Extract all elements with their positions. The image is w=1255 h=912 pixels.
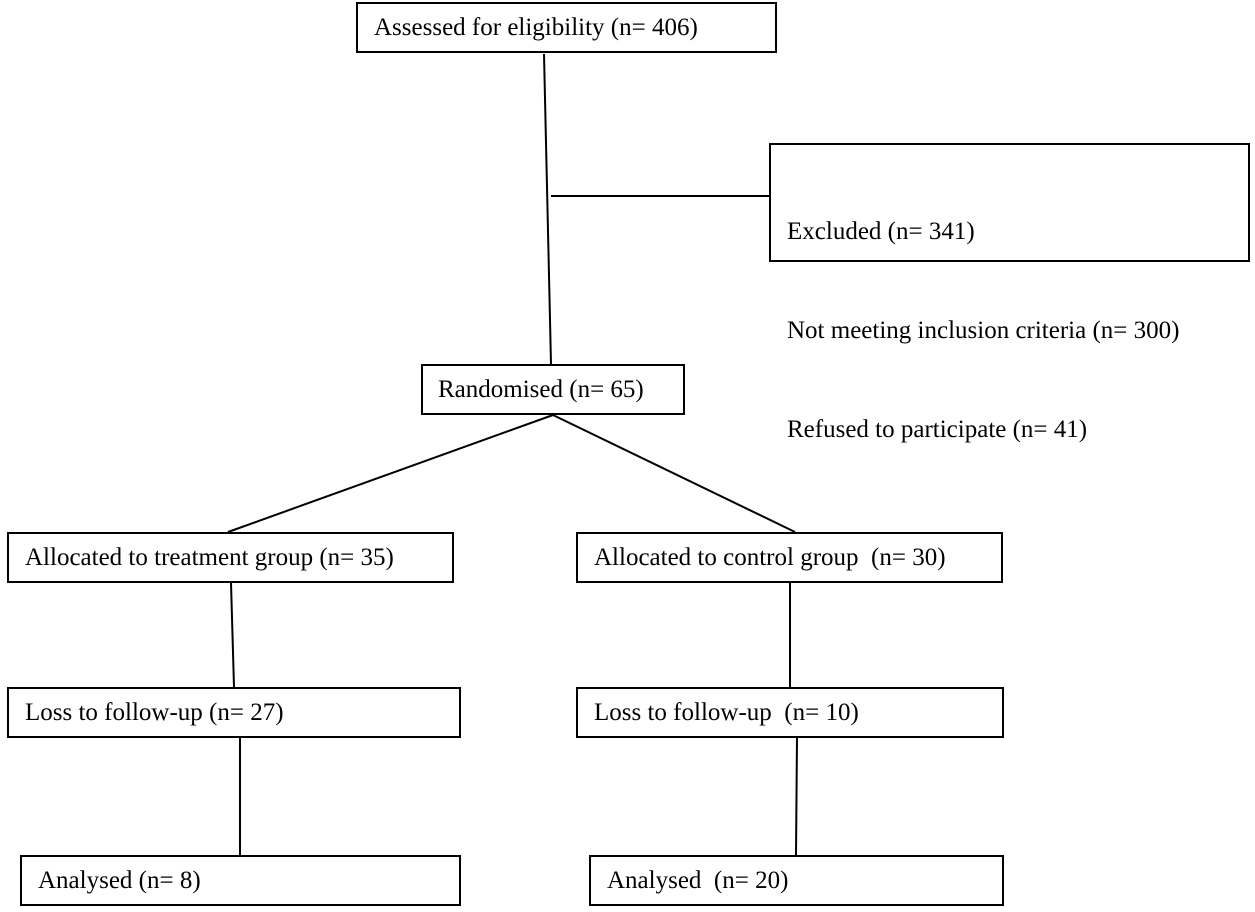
connector-treatment-alloc-to-loss	[230, 582, 235, 688]
control-allocated-label: Allocated to control group (n= 30)	[594, 544, 946, 571]
treatment-allocated-label: Allocated to treatment group (n= 35)	[25, 544, 394, 571]
randomised-label: Randomised (n= 65)	[438, 376, 644, 403]
randomised-box: Randomised (n= 65)	[421, 364, 685, 415]
treatment-loss-label: Loss to follow-up (n= 27)	[25, 699, 284, 726]
treatment-loss-box: Loss to follow-up (n= 27)	[7, 687, 461, 738]
treatment-allocated-box: Allocated to treatment group (n= 35)	[7, 532, 454, 583]
assessed-label: Assessed for eligibility (n= 406)	[374, 14, 698, 41]
excluded-box: Excluded (n= 341) Not meeting inclusion …	[769, 143, 1250, 443]
control-loss-label: Loss to follow-up (n= 10)	[594, 699, 859, 726]
connector-control-loss-to-analysed	[795, 737, 798, 856]
treatment-analysed-box: Analysed (n= 8)	[20, 855, 461, 906]
control-loss-box: Loss to follow-up (n= 10)	[576, 687, 1004, 738]
control-analysed-label: Analysed (n= 20)	[607, 867, 789, 894]
connector-randomised-to-control	[552, 414, 796, 533]
control-analysed-box: Analysed (n= 20)	[589, 855, 1004, 906]
excluded-title: Excluded (n= 341)	[787, 218, 975, 245]
excluded-reason-inclusion: Not meeting inclusion criteria (n= 300)	[787, 317, 1180, 344]
excluded-reason-refused: Refused to participate (n= 41)	[787, 416, 1088, 443]
connector-randomised-to-treatment	[227, 414, 554, 533]
assessed-box: Assessed for eligibility (n= 406)	[356, 2, 777, 53]
control-allocated-box: Allocated to control group (n= 30)	[576, 532, 1003, 583]
connector-assessed-to-randomised	[543, 53, 552, 365]
treatment-analysed-label: Analysed (n= 8)	[38, 867, 201, 894]
